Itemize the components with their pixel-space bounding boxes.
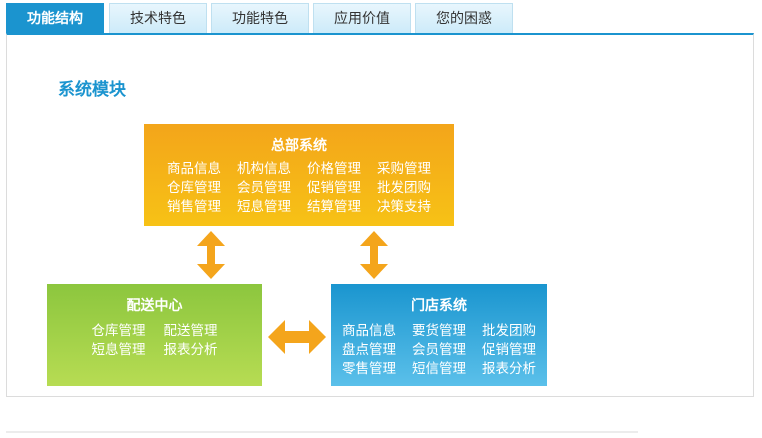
distribution-center-module: 报表分析 <box>163 342 218 358</box>
hq-system-title: 总部系统 <box>271 138 327 154</box>
tab-application-value[interactable]: 应用价值 <box>313 3 411 33</box>
store-module: 要货管理 <box>412 323 466 339</box>
hq-module: 会员管理 <box>237 180 291 196</box>
bottom-divider <box>6 431 638 433</box>
hq-module: 决策支持 <box>377 199 431 215</box>
section-title: 系统模块 <box>58 80 126 100</box>
store-module: 报表分析 <box>482 361 536 377</box>
hq-system-box: 总部系统 商品信息 机构信息 价格管理 采购管理 仓库管理 会员管理 促销管理 … <box>144 124 454 226</box>
hq-module: 仓库管理 <box>167 180 221 196</box>
tab-tech-features[interactable]: 技术特色 <box>109 3 207 33</box>
store-module-list: 商品信息 要货管理 批发团购 盘点管理 会员管理 促销管理 零售管理 短信管理 … <box>331 322 547 379</box>
hq-module: 采购管理 <box>377 161 431 177</box>
hq-module: 促销管理 <box>307 180 361 196</box>
hq-module: 机构信息 <box>237 161 291 177</box>
store-module: 短信管理 <box>412 361 466 377</box>
hq-module: 批发团购 <box>377 180 431 196</box>
store-system-box: 门店系统 商品信息 要货管理 批发团购 盘点管理 会员管理 促销管理 零售管理 … <box>331 284 547 386</box>
distribution-center-module: 短息管理 <box>91 342 146 358</box>
store-module: 商品信息 <box>342 323 396 339</box>
store-module: 批发团购 <box>482 323 536 339</box>
store-system-title: 门店系统 <box>411 298 467 314</box>
distribution-center-module-list: 仓库管理 配送管理 短息管理 报表分析 <box>47 322 262 360</box>
hq-dc-double-arrow-icon <box>197 231 225 279</box>
distribution-center-title: 配送中心 <box>126 298 183 314</box>
hq-module: 结算管理 <box>307 199 361 215</box>
store-module: 会员管理 <box>412 342 466 358</box>
tab-function-features[interactable]: 功能特色 <box>211 3 309 33</box>
store-module: 促销管理 <box>482 342 536 358</box>
hq-module: 销售管理 <box>167 199 221 215</box>
distribution-center-box: 配送中心 仓库管理 配送管理 短息管理 报表分析 <box>47 284 262 386</box>
distribution-center-module: 配送管理 <box>163 323 218 339</box>
hq-module: 短息管理 <box>237 199 291 215</box>
tab-function-structure[interactable]: 功能结构 <box>6 3 104 33</box>
hq-module: 价格管理 <box>307 161 361 177</box>
distribution-center-module: 仓库管理 <box>91 323 146 339</box>
hq-store-double-arrow-icon <box>360 231 388 279</box>
tab-your-questions[interactable]: 您的困惑 <box>415 3 513 33</box>
dc-store-double-arrow-icon <box>268 320 326 354</box>
store-module: 盘点管理 <box>342 342 396 358</box>
hq-module-list: 商品信息 机构信息 价格管理 采购管理 仓库管理 会员管理 促销管理 批发团购 … <box>144 160 454 217</box>
hq-module: 商品信息 <box>167 161 221 177</box>
store-module: 零售管理 <box>342 361 396 377</box>
